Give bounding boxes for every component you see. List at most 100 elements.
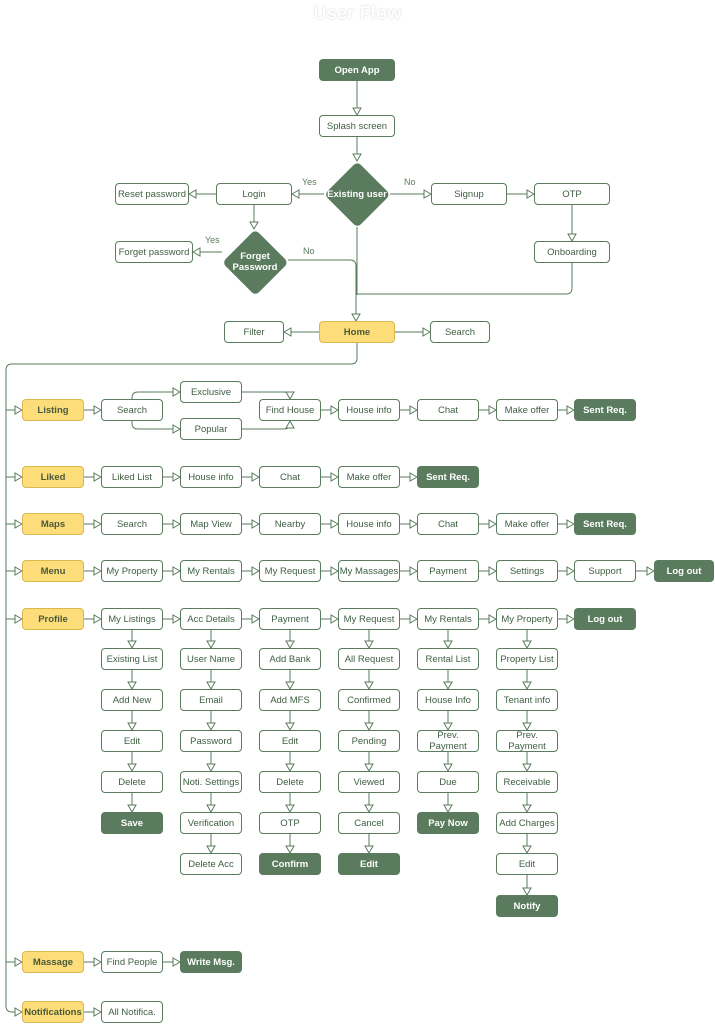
arrowhead: [443, 804, 453, 814]
decision-label: Existing user: [327, 188, 387, 200]
p-prev-payment-p-node: Prev. Payment: [496, 730, 558, 752]
arrowhead: [522, 640, 532, 650]
connector-line: [242, 391, 291, 399]
arrowhead: [14, 472, 24, 482]
p-pay-edit-node: Edit: [259, 730, 321, 752]
menu-my-massages-node: My Massages: [338, 560, 400, 582]
arrowhead: [422, 327, 432, 337]
maps-sent-req-node: Sent Req.: [574, 513, 636, 535]
menu-log-out-node: Log out: [654, 560, 714, 582]
arrowhead: [352, 153, 362, 163]
arrowhead: [172, 519, 182, 529]
arrowhead: [14, 519, 24, 529]
nearby-node: Nearby: [259, 513, 321, 535]
splash-node: Splash screen: [319, 115, 395, 137]
arrowhead: [206, 681, 216, 691]
p-my-request-node: My Request: [338, 608, 400, 630]
p-pay-delete-node: Delete: [259, 771, 321, 793]
maps-chat-node: Chat: [417, 513, 479, 535]
connector-line: [288, 259, 357, 321]
p-my-rentals-node: My Rentals: [417, 608, 479, 630]
arrowhead: [172, 472, 182, 482]
arrowhead: [127, 640, 137, 650]
liked-sent-req-node: Sent Req.: [417, 466, 479, 488]
edge-label-yes-forget: Yes: [205, 235, 220, 245]
exclusive-node: Exclusive: [180, 381, 242, 403]
p-confirm-node: Confirm: [259, 853, 321, 875]
arrowhead: [290, 189, 300, 199]
p-pending-node: Pending: [338, 730, 400, 752]
arrowhead: [93, 957, 103, 967]
arrowhead: [206, 763, 216, 773]
arrowhead: [251, 614, 261, 624]
liked-list-node: Liked List: [101, 466, 163, 488]
arrowhead: [566, 519, 576, 529]
p-delete-acc-node: Delete Acc: [180, 853, 242, 875]
onboarding-node: Onboarding: [534, 241, 610, 263]
listing-chat-node: Chat: [417, 399, 479, 421]
arrowhead: [251, 566, 261, 576]
arrowhead: [93, 472, 103, 482]
arrowhead: [352, 107, 362, 117]
arrowhead: [364, 845, 374, 855]
arrowhead: [93, 405, 103, 415]
arrowhead: [330, 405, 340, 415]
home-node: Home: [319, 321, 395, 343]
maps-node: Maps: [22, 513, 84, 535]
find-people-node: Find People: [101, 951, 163, 973]
listing-node: Listing: [22, 399, 84, 421]
arrowhead: [522, 681, 532, 691]
arrowhead: [187, 189, 197, 199]
arrowhead: [93, 614, 103, 624]
p-add-new-node: Add New: [101, 689, 163, 711]
arrowhead: [285, 804, 295, 814]
forget-password-node: Forget password: [115, 241, 193, 263]
menu-support-node: Support: [574, 560, 636, 582]
massage-node: Massage: [22, 951, 84, 973]
p-log-out-node: Log out: [574, 608, 636, 630]
arrowhead: [409, 614, 419, 624]
arrowhead: [14, 566, 24, 576]
arrowhead: [488, 566, 498, 576]
arrowhead: [172, 387, 182, 397]
arrowhead: [172, 614, 182, 624]
arrowhead: [364, 804, 374, 814]
p-pay-now-node: Pay Now: [417, 812, 479, 834]
menu-node: Menu: [22, 560, 84, 582]
arrowhead: [522, 804, 532, 814]
listing-house-info-node: House info: [338, 399, 400, 421]
open-app-node: Open App: [319, 59, 395, 81]
arrowhead: [488, 519, 498, 529]
p-add-charges-node: Add Charges: [496, 812, 558, 834]
menu-payment-node: Payment: [417, 560, 479, 582]
connector-line: [242, 421, 291, 430]
liked-node: Liked: [22, 466, 84, 488]
arrowhead: [488, 405, 498, 415]
arrowhead: [285, 640, 295, 650]
arrowhead: [364, 763, 374, 773]
arrowhead: [251, 472, 261, 482]
listing-sent-req-node: Sent Req.: [574, 399, 636, 421]
arrowhead: [127, 722, 137, 732]
reset-password-node: Reset password: [115, 183, 189, 205]
listing-make-offer-node: Make offer: [496, 399, 558, 421]
arrowhead: [522, 722, 532, 732]
arrowhead: [443, 640, 453, 650]
arrowhead: [566, 405, 576, 415]
arrowhead: [282, 327, 292, 337]
edge-label-no-signup: No: [404, 177, 416, 187]
p-confirmed-node: Confirmed: [338, 689, 400, 711]
arrowhead: [206, 722, 216, 732]
arrowhead: [285, 681, 295, 691]
p-tenant-info-node: Tenant info: [496, 689, 558, 711]
p-my-property-node: My Property: [496, 608, 558, 630]
p-add-bank-node: Add Bank: [259, 648, 321, 670]
arrowhead: [409, 519, 419, 529]
p-save-node: Save: [101, 812, 163, 834]
arrowhead: [330, 472, 340, 482]
notifications-node: Notifications: [22, 1001, 84, 1023]
maps-search-node: Search: [101, 513, 163, 535]
arrowhead: [93, 1007, 103, 1017]
